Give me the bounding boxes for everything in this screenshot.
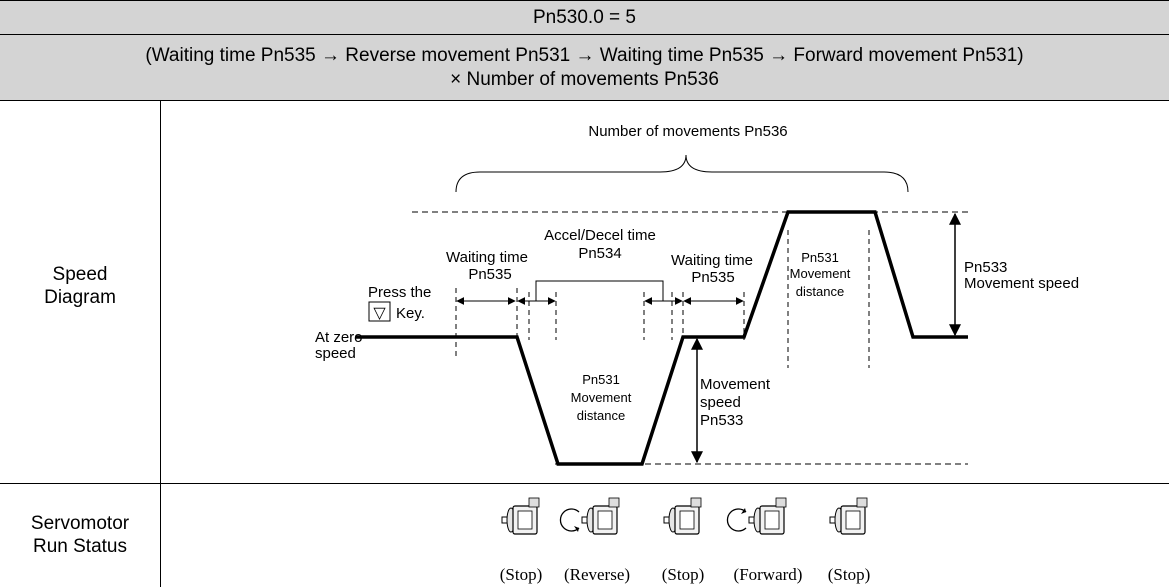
speed-mid-label-2: speed (700, 394, 741, 411)
fwd-distance-label-1: Pn531 (801, 250, 839, 265)
accel-label-2: Pn534 (578, 245, 621, 262)
status-labels: (Stop) (Reverse) (Stop) (Forward) (Stop) (500, 565, 871, 584)
status-label-2: (Reverse) (564, 565, 630, 584)
diagram-labels: Press the ▽ Key. Waiting time Pn535 Acce… (315, 227, 1079, 429)
run-status-label: Servomotor Run Status (30, 513, 130, 557)
motor-forward-icon (726, 497, 787, 535)
divider (0, 100, 1169, 101)
fwd-distance-label-3: distance (796, 284, 844, 299)
speed-right-label-2: Movement speed (964, 275, 1079, 292)
speed-mid-label-3: Pn533 (700, 412, 743, 429)
divider (0, 483, 1169, 484)
rev-distance-label-3: distance (577, 408, 625, 423)
press-key-label: Press the (368, 284, 431, 301)
speed-mid-label-1: Movement (700, 376, 771, 393)
motor-icon (501, 497, 540, 535)
sequence-line-1: (Waiting time Pn535 → Reverse movement P… (145, 45, 1024, 66)
column-divider (160, 101, 161, 587)
wait2-label-2: Pn535 (691, 269, 734, 286)
motor-icon (663, 497, 702, 535)
motor-icon (829, 497, 868, 535)
sequence-line-2: × Number of movements Pn536 (450, 69, 719, 90)
accel-bracket (535, 280, 664, 301)
down-key-glyph: ▽ (373, 305, 386, 322)
speed-diagram-label: Speed Diagram (44, 264, 116, 308)
sequence-header: (Waiting time Pn535 → Reverse movement P… (0, 34, 1169, 101)
at-zero-label-2: speed (315, 345, 356, 362)
rev-distance-label-1: Pn531 (582, 372, 620, 387)
motor-reverse-icon (559, 497, 620, 535)
speed-profile-line (356, 210, 968, 466)
press-key-label-2: Key. (396, 305, 425, 322)
status-label-1: (Stop) (500, 565, 543, 584)
wait2-label-1: Waiting time (671, 252, 753, 269)
mode-header: Pn530.0 = 5 (0, 0, 1169, 34)
wait1-label-1: Waiting time (446, 249, 528, 266)
status-label-5: (Stop) (828, 565, 871, 584)
num-movements-label: Number of movements Pn536 (588, 123, 787, 140)
down-key-icon (368, 301, 391, 322)
distance-labels: Pn531 Movement distance Pn531 Movement d… (571, 250, 851, 423)
mode-title: Pn530.0 = 5 (532, 6, 636, 28)
speed-right-label-1: Pn533 (964, 259, 1007, 276)
at-zero-label-1: At zero (315, 329, 363, 346)
accel-label-1: Accel/Decel time (544, 227, 656, 244)
status-label-4: (Forward) (734, 565, 803, 584)
fwd-distance-label-2: Movement (790, 266, 851, 281)
status-label-3: (Stop) (662, 565, 705, 584)
motor-icons (501, 497, 868, 535)
rev-distance-label-2: Movement (571, 390, 632, 405)
movements-brace (455, 154, 909, 193)
wait1-label-2: Pn535 (468, 266, 511, 283)
